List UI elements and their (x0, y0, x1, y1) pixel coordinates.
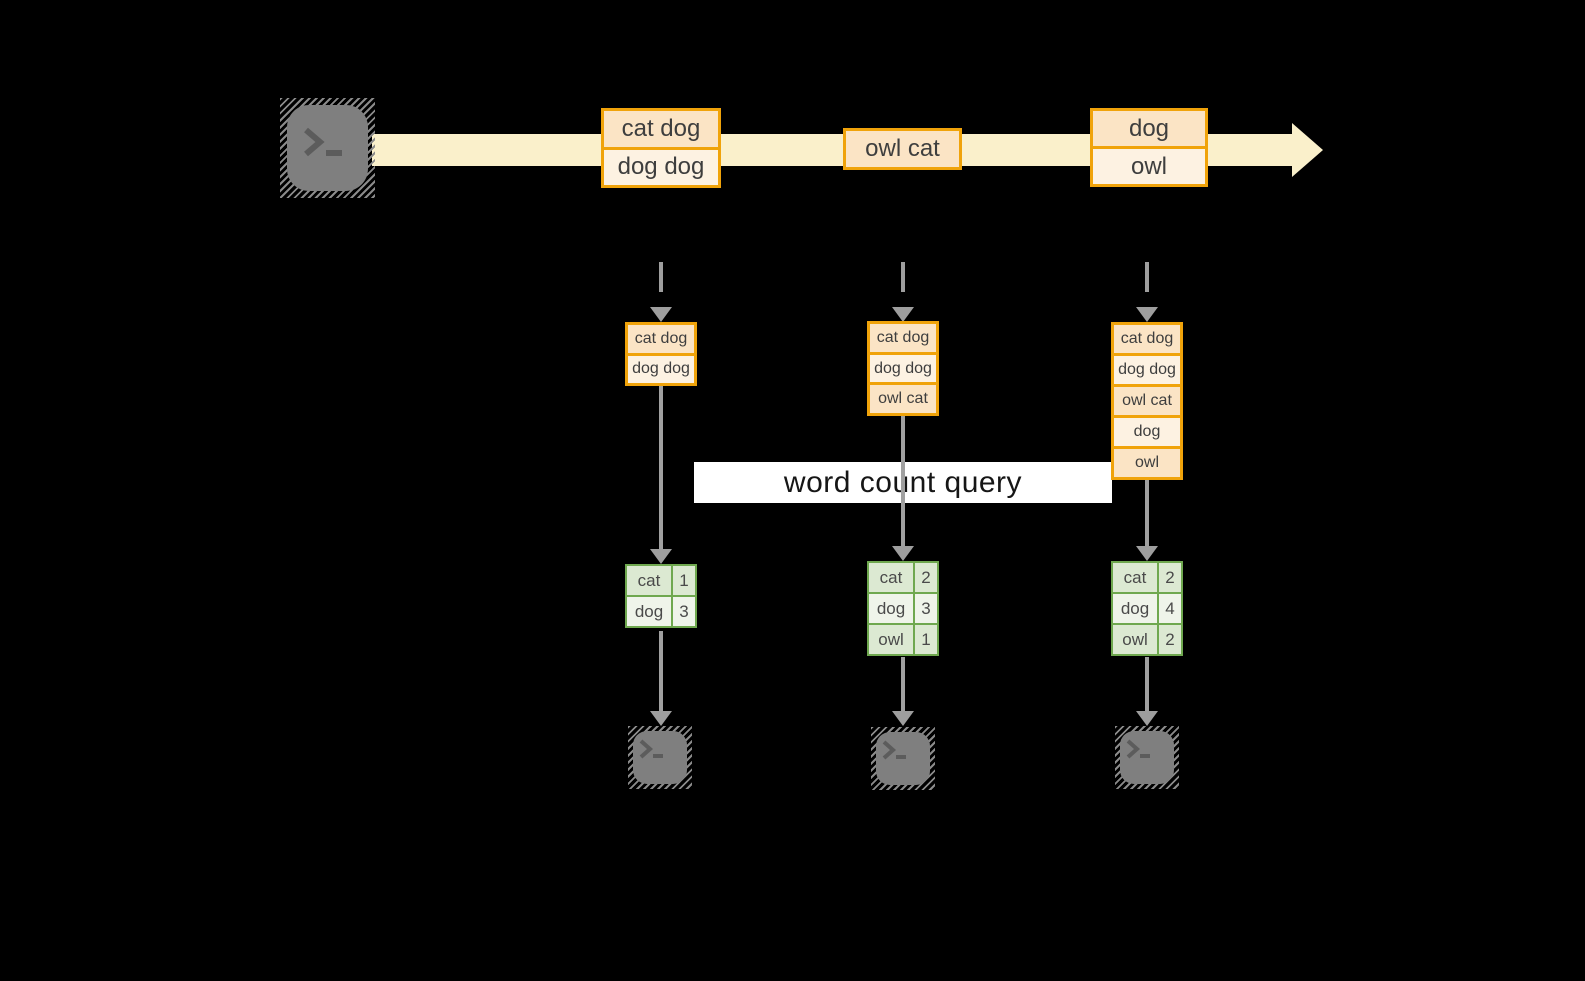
count-table-3: cat 2 dog 4 owl 2 (1111, 561, 1183, 656)
terminal-prompt-icon (882, 740, 906, 760)
arrowhead-icon (650, 549, 672, 564)
dashed-arrow (1145, 262, 1149, 292)
stack-record: owl (1114, 449, 1180, 477)
timeline-batch-1: cat dog dog dog (601, 108, 721, 188)
dashed-arrow (659, 262, 663, 292)
count-value: 2 (1159, 625, 1181, 654)
batch-record: cat dog (604, 111, 718, 147)
batch-record: dog (1093, 111, 1205, 146)
record-stack-2: cat dog dog dog owl cat (867, 321, 939, 416)
arrowhead-icon (892, 307, 914, 322)
arrowhead-icon (650, 711, 672, 726)
sink-terminal-1 (628, 726, 692, 789)
count-value: 2 (915, 563, 937, 592)
count-value: 1 (915, 625, 937, 654)
count-word: owl (1113, 625, 1157, 654)
stack-record: cat dog (1114, 325, 1180, 353)
dashed-arrow (901, 262, 905, 292)
connector-line (901, 657, 905, 712)
terminal-prompt-icon (1126, 739, 1150, 759)
arrowhead-icon (1136, 307, 1158, 322)
stack-record: dog (1114, 418, 1180, 446)
count-value: 3 (915, 594, 937, 623)
count-value: 4 (1159, 594, 1181, 623)
connector-line (1145, 657, 1149, 712)
stack-record: cat dog (870, 324, 936, 352)
arrowhead-icon (892, 546, 914, 561)
stream-arrowhead-icon (1292, 123, 1323, 177)
count-value: 3 (673, 597, 695, 626)
record-stack-1: cat dog dog dog (625, 322, 697, 386)
batch-record: owl cat (846, 131, 959, 167)
count-value: 1 (673, 566, 695, 595)
connector-line (901, 414, 905, 547)
stack-record: cat dog (628, 325, 694, 353)
count-word: dog (627, 597, 671, 626)
count-word: dog (869, 594, 913, 623)
count-value: 2 (1159, 563, 1181, 592)
terminal-body (287, 105, 368, 191)
terminal-prompt-icon (304, 127, 342, 157)
arrowhead-icon (650, 307, 672, 322)
connector-line (1145, 478, 1149, 547)
timeline-batch-3: dog owl (1090, 108, 1208, 187)
count-word: owl (869, 625, 913, 654)
sink-terminal-2 (871, 727, 935, 790)
arrowhead-icon (892, 711, 914, 726)
count-word: cat (627, 566, 671, 595)
count-table-1: cat 1 dog 3 (625, 564, 697, 628)
stack-record: dog dog (1114, 356, 1180, 384)
connector-line (659, 631, 663, 712)
stack-record: owl cat (1114, 387, 1180, 415)
stack-record: dog dog (628, 355, 694, 383)
batch-record: dog dog (604, 149, 718, 185)
terminal-prompt-icon (639, 739, 663, 759)
count-word: dog (1113, 594, 1157, 623)
source-terminal (280, 98, 375, 198)
record-stack-3: cat dog dog dog owl cat dog owl (1111, 322, 1183, 480)
timeline-batch-2: owl cat (843, 128, 962, 170)
stack-record: dog dog (870, 354, 936, 383)
batch-record: owl (1093, 149, 1205, 184)
sink-terminal-3 (1115, 726, 1179, 789)
arrowhead-icon (1136, 711, 1158, 726)
count-word: cat (1113, 563, 1157, 592)
count-table-2: cat 2 dog 3 owl 1 (867, 561, 939, 656)
count-word: cat (869, 563, 913, 592)
stack-record: owl cat (870, 385, 936, 414)
connector-line (659, 386, 663, 549)
arrowhead-icon (1136, 546, 1158, 561)
